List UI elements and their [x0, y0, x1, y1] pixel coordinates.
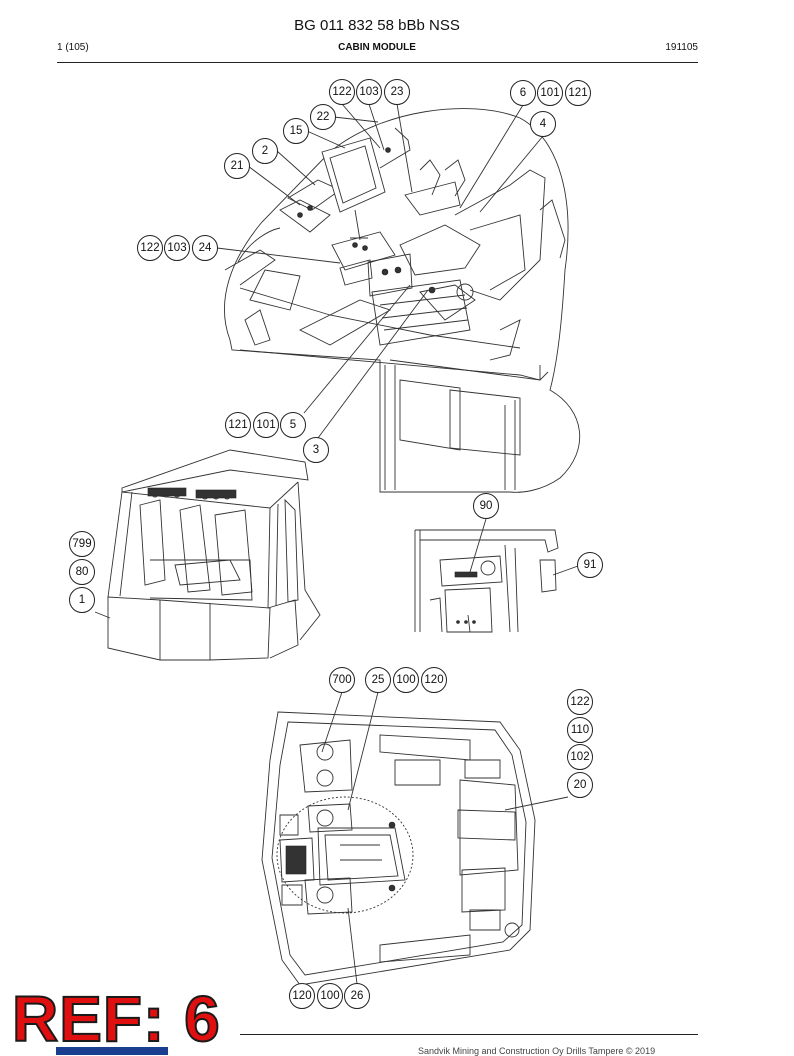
control-area-drawing: [224, 108, 581, 493]
svg-text:100: 100: [396, 674, 415, 686]
callout-102: 102: [567, 744, 593, 770]
module-title: CABIN MODULE: [338, 42, 416, 53]
callout-25: 25: [365, 667, 391, 693]
callout-120b: 120: [289, 983, 315, 1009]
callout-100: 100: [393, 667, 419, 693]
callout-80: 80: [69, 559, 95, 585]
callout-26: 26: [344, 983, 370, 1009]
svg-text:110: 110: [571, 724, 589, 736]
callout-91: 91: [577, 552, 603, 578]
callout-101: 101: [537, 80, 563, 106]
svg-text:20: 20: [574, 779, 587, 791]
callout-6: 6: [510, 80, 536, 106]
document-title: BG 011 832 58 bBb NSS: [294, 17, 460, 34]
svg-text:120: 120: [424, 674, 443, 686]
svg-text:103: 103: [167, 242, 186, 254]
svg-text:1: 1: [79, 594, 85, 606]
company-logo: [56, 1047, 168, 1055]
svg-text:122: 122: [332, 86, 351, 98]
top-view-drawing: [261, 711, 536, 986]
callout-4: 4: [530, 111, 556, 137]
display-detail-drawing: [414, 529, 559, 633]
callout-101b: 101: [253, 412, 279, 438]
svg-text:6: 6: [520, 87, 526, 99]
page-count: 1 (105): [57, 42, 89, 53]
svg-text:2: 2: [262, 145, 268, 157]
callout-799: 799: [69, 531, 95, 557]
callout-103: 103: [356, 79, 382, 105]
svg-text:102: 102: [570, 751, 589, 763]
callout-122c: 122: [567, 689, 593, 715]
callout-90: 90: [473, 493, 499, 519]
svg-text:101: 101: [540, 87, 559, 99]
callout-23: 23: [384, 79, 410, 105]
svg-text:5: 5: [290, 419, 296, 431]
callout-122: 122: [329, 79, 355, 105]
svg-text:25: 25: [372, 674, 385, 686]
svg-text:91: 91: [584, 559, 597, 571]
footer-divider: [240, 1034, 698, 1035]
header-divider: [57, 62, 698, 63]
callout-120: 120: [421, 667, 447, 693]
svg-text:121: 121: [228, 419, 247, 431]
leader-lines: [94, 103, 579, 985]
svg-text:100: 100: [320, 990, 339, 1002]
callout-24: 24: [192, 235, 218, 261]
cabin-drawing: [107, 449, 321, 661]
callout-122b: 122: [137, 235, 163, 261]
callout-103b: 103: [164, 235, 190, 261]
callout-1: 1: [69, 587, 95, 613]
svg-text:21: 21: [231, 160, 244, 172]
callout-22: 22: [310, 104, 336, 130]
callout-20: 20: [567, 772, 593, 798]
svg-text:90: 90: [480, 500, 493, 512]
svg-text:23: 23: [391, 86, 404, 98]
callout-21: 21: [224, 153, 250, 179]
svg-text:80: 80: [76, 566, 89, 578]
callout-3: 3: [303, 437, 329, 463]
svg-text:700: 700: [332, 674, 351, 686]
callout-100b: 100: [317, 983, 343, 1009]
svg-text:24: 24: [199, 242, 212, 254]
svg-text:120: 120: [292, 990, 311, 1002]
callout-121b: 121: [225, 412, 251, 438]
svg-text:103: 103: [359, 86, 378, 98]
svg-text:22: 22: [317, 111, 330, 123]
callout-700: 700: [329, 667, 355, 693]
svg-text:122: 122: [140, 242, 159, 254]
svg-text:799: 799: [72, 538, 91, 550]
svg-text:4: 4: [540, 118, 547, 130]
svg-text:3: 3: [313, 444, 319, 456]
svg-text:101: 101: [256, 419, 275, 431]
callout-121: 121: [565, 80, 591, 106]
svg-text:121: 121: [568, 87, 587, 99]
svg-text:15: 15: [290, 125, 303, 137]
callout-110: 110: [567, 717, 593, 743]
callout-2: 2: [252, 138, 278, 164]
footer-copyright: Sandvik Mining and Construction Oy Drill…: [418, 1046, 656, 1056]
document-code: 191105: [665, 42, 698, 53]
svg-text:122: 122: [570, 696, 589, 708]
callout-5: 5: [280, 412, 306, 438]
ref-stamp: REF: 6: [11, 982, 221, 1056]
callout-15: 15: [283, 118, 309, 144]
svg-text:26: 26: [351, 990, 364, 1002]
